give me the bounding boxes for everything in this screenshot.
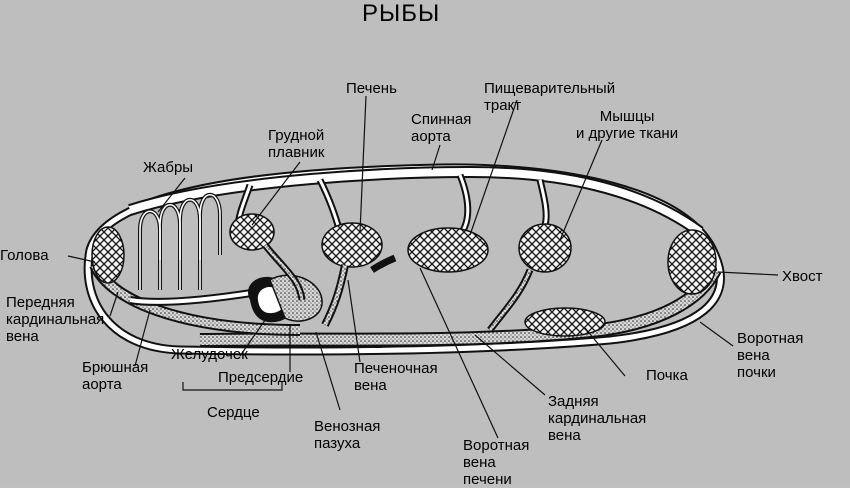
label-dorsal-aorta: Спинная аорта — [411, 111, 472, 145]
leader-lines — [67, 95, 779, 439]
liver-capillaries — [321, 222, 383, 268]
label-hepatic-vein: Печеночная вена — [354, 360, 438, 394]
diagram-title: РЫБЫ — [362, 0, 441, 27]
label-atrium: Предсердие — [218, 369, 304, 386]
label-muscles: Мышцы и другие ткани — [576, 108, 679, 142]
label-tail: Хвост — [782, 268, 823, 285]
label-kidney: Почка — [646, 367, 688, 384]
digestive-capillaries — [407, 227, 489, 273]
label-ventral-aorta: Брюшная аорта — [82, 359, 149, 393]
label-renal-portal-vein: Воротная вена почки — [737, 330, 804, 381]
tail-capillaries — [667, 229, 717, 295]
label-head: Голова — [0, 247, 49, 264]
label-pectoral-fin: Грудной плавник — [268, 127, 325, 161]
label-liver: Печень — [346, 80, 397, 97]
label-hepatic-portal-vein: Воротная вена печени — [463, 437, 530, 488]
muscle-capillaries — [518, 223, 572, 273]
dorsal-aorta-vessel — [128, 165, 704, 237]
label-posterior-cardinal-vein: Задняя кардинальная вена — [548, 393, 647, 444]
pectoral-fin-capillaries — [229, 213, 275, 251]
heart-brace — [182, 382, 283, 391]
label-heart: Сердце — [207, 404, 260, 421]
label-digestive-tract: Пищеварительный тракт — [484, 80, 616, 114]
label-anterior-cardinal-vein: Передняя кардинальная вена — [6, 294, 105, 345]
label-sinus-venosus: Венозная пазуха — [314, 418, 381, 452]
head-capillaries — [91, 226, 125, 284]
kidney-capillaries — [524, 307, 606, 337]
heart-drawing — [248, 274, 323, 323]
label-gills: Жабры — [143, 159, 194, 176]
label-ventricle: Желудочек — [171, 346, 248, 363]
